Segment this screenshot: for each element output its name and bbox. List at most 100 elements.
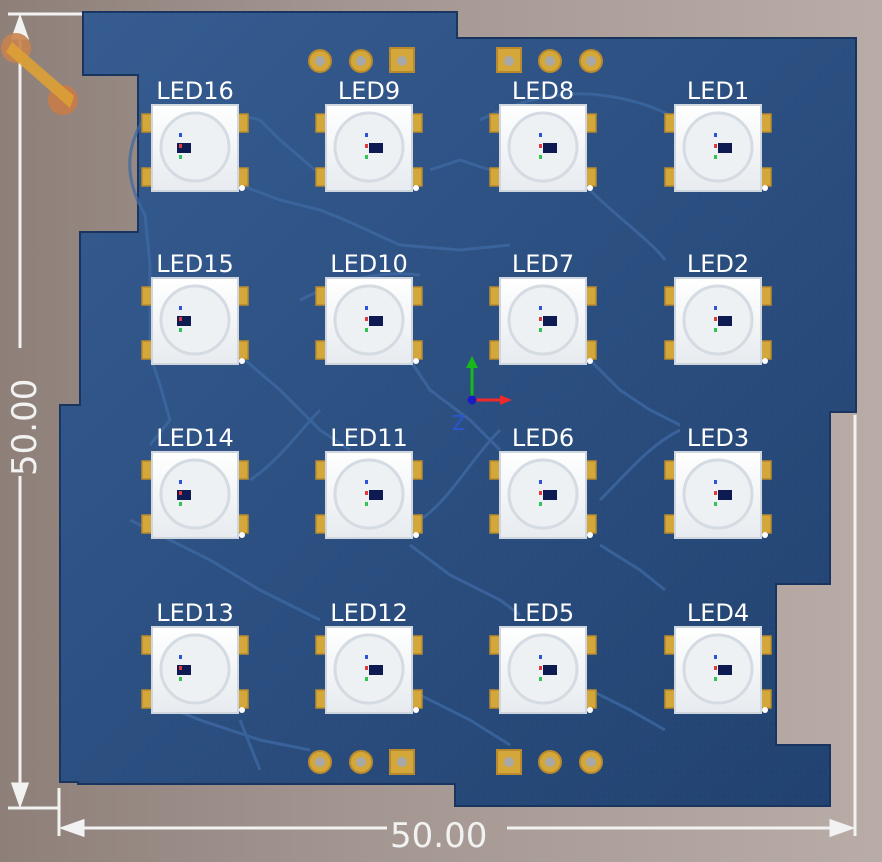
- led-color-dot: [179, 480, 182, 484]
- pin1-marker: [587, 358, 593, 364]
- pin1-marker: [239, 532, 245, 538]
- led-color-dot: [714, 306, 717, 310]
- led-label: LED8: [512, 77, 574, 105]
- led-led13[interactable]: LED13: [141, 599, 249, 714]
- led-die: [177, 665, 191, 675]
- led-die: [177, 143, 191, 153]
- pin1-marker: [413, 707, 419, 713]
- led-die: [543, 316, 557, 326]
- pin1-marker: [239, 185, 245, 191]
- led-color-dot: [539, 655, 542, 659]
- led-led8[interactable]: LED8: [489, 77, 597, 192]
- led-label: LED5: [512, 599, 574, 627]
- led-led1[interactable]: LED1: [664, 77, 772, 192]
- pin1-marker: [762, 358, 768, 364]
- led-die: [543, 665, 557, 675]
- led-color-dot: [714, 133, 717, 137]
- header-pins-top-left[interactable]: [308, 47, 415, 73]
- led-label: LED4: [687, 599, 749, 627]
- led-color-dot: [179, 666, 182, 670]
- led-color-dot: [179, 317, 182, 321]
- led-color-dot: [365, 502, 368, 506]
- origin-gizmo: Z: [452, 356, 512, 435]
- led-color-dot: [714, 666, 717, 670]
- led-led15[interactable]: LED15: [141, 250, 249, 365]
- led-label: LED14: [156, 424, 234, 452]
- led-led14[interactable]: LED14: [141, 424, 249, 539]
- led-led2[interactable]: LED2: [664, 250, 772, 365]
- led-color-dot: [179, 491, 182, 495]
- dimension-width-label: 50.00: [390, 816, 487, 856]
- header-pins-bottom-right[interactable]: [496, 749, 603, 775]
- led-color-dot: [539, 317, 542, 321]
- pin1-marker: [587, 185, 593, 191]
- led-label: LED16: [156, 77, 234, 105]
- led-color-dot: [714, 328, 717, 332]
- led-die: [718, 143, 732, 153]
- led-color-dot: [179, 133, 182, 137]
- led-color-dot: [714, 655, 717, 659]
- led-led7[interactable]: LED7: [489, 250, 597, 365]
- led-led3[interactable]: LED3: [664, 424, 772, 539]
- led-label: LED7: [512, 250, 574, 278]
- pcb-board: [59, 11, 857, 807]
- dimension-horizontal: 50.00: [57, 415, 857, 856]
- led-led16[interactable]: LED16: [141, 77, 249, 192]
- pin1-marker: [413, 185, 419, 191]
- led-color-dot: [365, 480, 368, 484]
- led-led5[interactable]: LED5: [489, 599, 597, 714]
- led-color-dot: [539, 306, 542, 310]
- led-die: [718, 665, 732, 675]
- led-color-dot: [539, 155, 542, 159]
- dimension-height-label: 50.00: [5, 379, 45, 476]
- led-label: LED13: [156, 599, 234, 627]
- led-color-dot: [179, 677, 182, 681]
- pin1-marker: [762, 532, 768, 538]
- led-color-dot: [179, 328, 182, 332]
- led-lens: [159, 111, 231, 183]
- led-color-dot: [539, 502, 542, 506]
- led-die: [718, 316, 732, 326]
- led-led11[interactable]: LED11: [315, 424, 423, 539]
- led-lens: [159, 633, 231, 705]
- led-color-dot: [179, 502, 182, 506]
- led-color-dot: [714, 502, 717, 506]
- led-color-dot: [365, 666, 368, 670]
- led-label: LED1: [687, 77, 749, 105]
- led-color-dot: [365, 317, 368, 321]
- led-led9[interactable]: LED9: [315, 77, 423, 192]
- led-label: LED11: [330, 424, 408, 452]
- led-color-dot: [714, 155, 717, 159]
- pin1-marker: [413, 358, 419, 364]
- led-label: LED2: [687, 250, 749, 278]
- led-label: LED10: [330, 250, 408, 278]
- led-die: [543, 490, 557, 500]
- led-color-dot: [365, 677, 368, 681]
- led-die: [718, 490, 732, 500]
- header-pins-top-right[interactable]: [496, 47, 603, 73]
- led-color-dot: [179, 144, 182, 148]
- header-pins-bottom-left[interactable]: [308, 749, 415, 775]
- led-led6[interactable]: LED6: [489, 424, 597, 539]
- led-die: [369, 490, 383, 500]
- axis-z-label: Z: [452, 411, 466, 435]
- led-die: [543, 143, 557, 153]
- led-label: LED9: [338, 77, 400, 105]
- led-color-dot: [714, 491, 717, 495]
- led-die: [369, 665, 383, 675]
- led-color-dot: [539, 133, 542, 137]
- led-led12[interactable]: LED12: [315, 599, 423, 714]
- pin1-marker: [413, 532, 419, 538]
- led-color-dot: [179, 655, 182, 659]
- led-lens: [159, 284, 231, 356]
- led-color-dot: [365, 328, 368, 332]
- led-color-dot: [714, 317, 717, 321]
- led-color-dot: [365, 306, 368, 310]
- led-color-dot: [179, 306, 182, 310]
- led-led4[interactable]: LED4: [664, 599, 772, 714]
- led-label: LED6: [512, 424, 574, 452]
- pin1-marker: [587, 532, 593, 538]
- led-led10[interactable]: LED10: [315, 250, 423, 365]
